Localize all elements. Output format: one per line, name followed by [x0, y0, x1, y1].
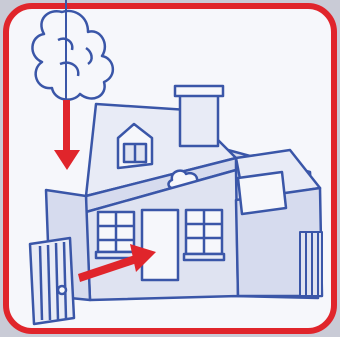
door-icon	[30, 238, 74, 324]
